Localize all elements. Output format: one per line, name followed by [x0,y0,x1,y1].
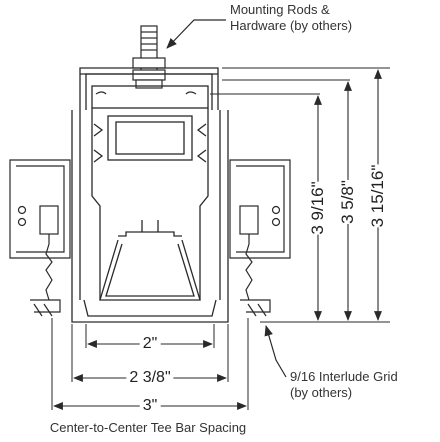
mounting-rod [132,25,166,89]
height-a-label: 3 9/16" [307,181,329,235]
grid-callout-line2: (by others) [290,385,353,400]
interlude-grid-callout: 9/16 Interlude Grid (by others) [290,369,398,401]
mounting-leader-line [166,19,226,49]
vertical-extension-lines [51,67,390,410]
left-side-bracket [9,159,71,317]
mounting-callout-line1: Mounting Rods & [230,2,330,17]
width-inner-label: 2" [139,335,161,353]
tee-bar-spacing-caption: Center-to-Center Tee Bar Spacing [49,420,247,435]
grid-callout-line1: 9/16 Interlude Grid [290,369,398,384]
right-side-bracket [229,159,291,317]
width-outer-label: 3" [139,397,161,415]
height-c-label: 3 15/16" [367,164,389,228]
height-b-label: 3 5/8" [337,180,359,224]
width-middle-label: 2 3/8" [126,369,174,387]
grid-leader-line [264,324,287,378]
mounting-callout-line2: Hardware (by others) [230,18,353,33]
mounting-rods-callout: Mounting Rods & Hardware (by others) [230,2,352,34]
fixture-housing [71,67,229,323]
